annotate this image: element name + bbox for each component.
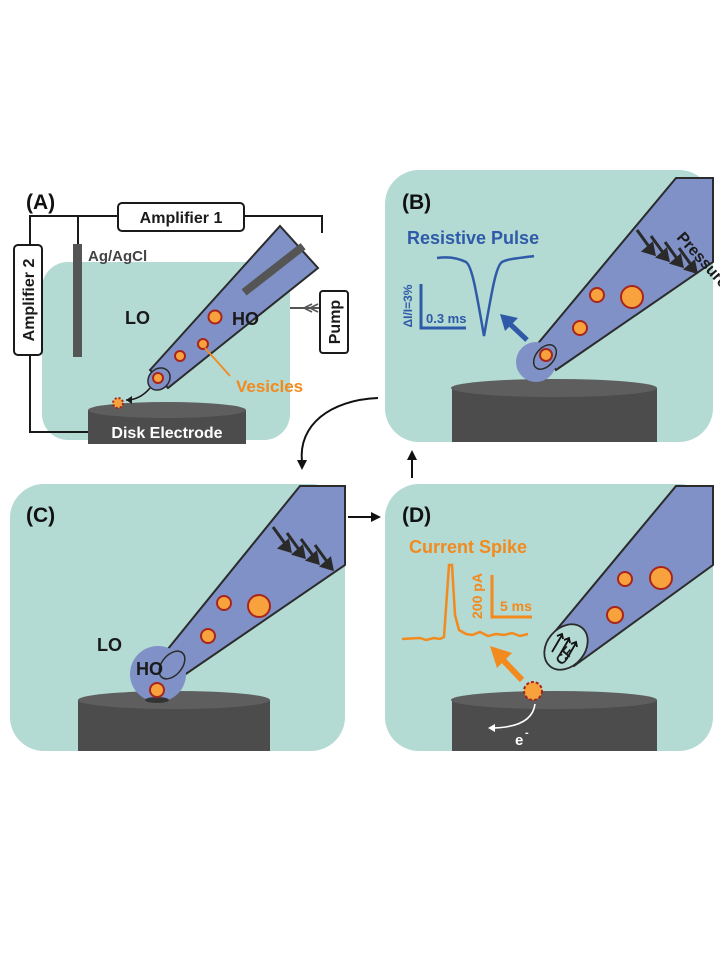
panel-b-label: (B) <box>402 191 431 214</box>
panel-a-lo-label: LO <box>125 308 150 328</box>
cycle-arrow-b-to-c <box>300 397 379 463</box>
disk-electrode-b <box>452 388 657 442</box>
electron-arrowhead <box>488 724 495 732</box>
disk-electrode-d-top <box>451 691 657 709</box>
vesicle <box>216 595 232 611</box>
current-spike-title: Current Spike <box>409 537 527 557</box>
reference-electrode-label: Ag/AgCl <box>88 248 147 265</box>
resistive-pulse-arrowhead <box>500 314 518 331</box>
panel-d-label: (D) <box>402 504 431 527</box>
resistive-pulse-arrow <box>508 322 529 342</box>
vesicle <box>606 606 624 624</box>
panel-b: (B) Pressure Resistive Pulse ΔI/I=3% 0.3… <box>385 170 720 442</box>
vesicle <box>247 594 271 618</box>
resistive-pulse-trace <box>436 254 535 337</box>
current-spike-scalebar <box>490 575 532 619</box>
disk-electrode-top <box>88 402 246 418</box>
pipette-a-electrode <box>241 243 306 296</box>
vesicles-pointer <box>204 347 231 377</box>
amplifier-1-box <box>117 202 245 232</box>
resistive-pulse-title: Resistive Pulse <box>407 228 539 248</box>
droplet-contact <box>145 697 169 703</box>
electron-charge: - <box>525 727 529 739</box>
vesicle <box>197 338 209 350</box>
resistive-pulse-scalebar <box>419 284 466 330</box>
circuit-wire <box>29 215 323 433</box>
disk-electrode <box>88 410 246 444</box>
vesicle <box>617 571 633 587</box>
current-spike-scale-x: 5 ms <box>500 598 532 614</box>
vesicles-label: Vesicles <box>236 377 303 396</box>
resistive-pulse-scale-y: ΔI/I=3% <box>401 284 415 327</box>
vesicle <box>620 285 644 309</box>
panel-d: (D) CF e - Current Spike 200 pA 5 ms <box>385 484 714 751</box>
cycle-arrows <box>297 397 417 522</box>
amplifier-1-label: Amplifier 1 <box>140 210 223 227</box>
panel-c-ho-label: HO <box>136 659 163 679</box>
panel-a: Amplifier 1 Amplifier 2 Ag/AgCl (A) LO D… <box>13 191 349 444</box>
pressure-arrows <box>635 229 698 275</box>
vesicle <box>589 287 605 303</box>
vesicle <box>149 682 165 698</box>
vesicle <box>200 628 216 644</box>
vesicle <box>207 309 223 325</box>
panel-a-ho-label: HO <box>232 309 259 329</box>
amplifier-2-label: Amplifier 2 <box>21 259 38 342</box>
current-spike-arrowhead <box>490 646 512 668</box>
pump-box <box>319 290 349 354</box>
vesicle <box>572 320 588 336</box>
amplifier-2-box <box>13 244 43 356</box>
vesicle-b-tip <box>539 348 553 362</box>
pipette-c-tip <box>158 650 186 680</box>
disk-electrode-c-top <box>78 691 270 709</box>
vesicle-landed <box>112 397 124 409</box>
panel-a-label: (A) <box>26 191 55 214</box>
vesicle-fusing <box>523 681 543 701</box>
vesicle <box>649 566 673 590</box>
pressure-arrows-c <box>271 526 334 572</box>
current-spike-scale-y: 200 pA <box>469 573 485 619</box>
electron-arrow <box>489 703 536 729</box>
vesicle-arrowhead <box>126 396 132 404</box>
cycle-arrow-c-to-d-head <box>371 512 381 522</box>
panel-c-label: (C) <box>26 504 55 527</box>
current-spike-arrow <box>500 657 525 683</box>
pump-arrows <box>302 303 319 313</box>
disk-electrode-label: Disk Electrode <box>111 425 222 442</box>
reference-electrode <box>73 244 82 357</box>
panel-c: (C) LO HO <box>10 484 346 751</box>
vesicle <box>174 350 186 362</box>
disk-electrode-b-top <box>451 379 657 397</box>
pipette-d-tip <box>543 623 589 671</box>
resistive-pulse-scale-x: 0.3 ms <box>426 311 466 326</box>
vesicle <box>152 372 164 384</box>
cycle-arrow-d-to-b-head <box>407 450 417 460</box>
current-spike-trace <box>401 563 529 642</box>
cycle-arrow-b-to-c-head <box>297 460 307 470</box>
panel-c-lo-label: LO <box>97 635 122 655</box>
pump-label: Pump <box>327 300 344 345</box>
electron-label: e <box>515 732 523 749</box>
cf-arrows <box>551 632 578 661</box>
